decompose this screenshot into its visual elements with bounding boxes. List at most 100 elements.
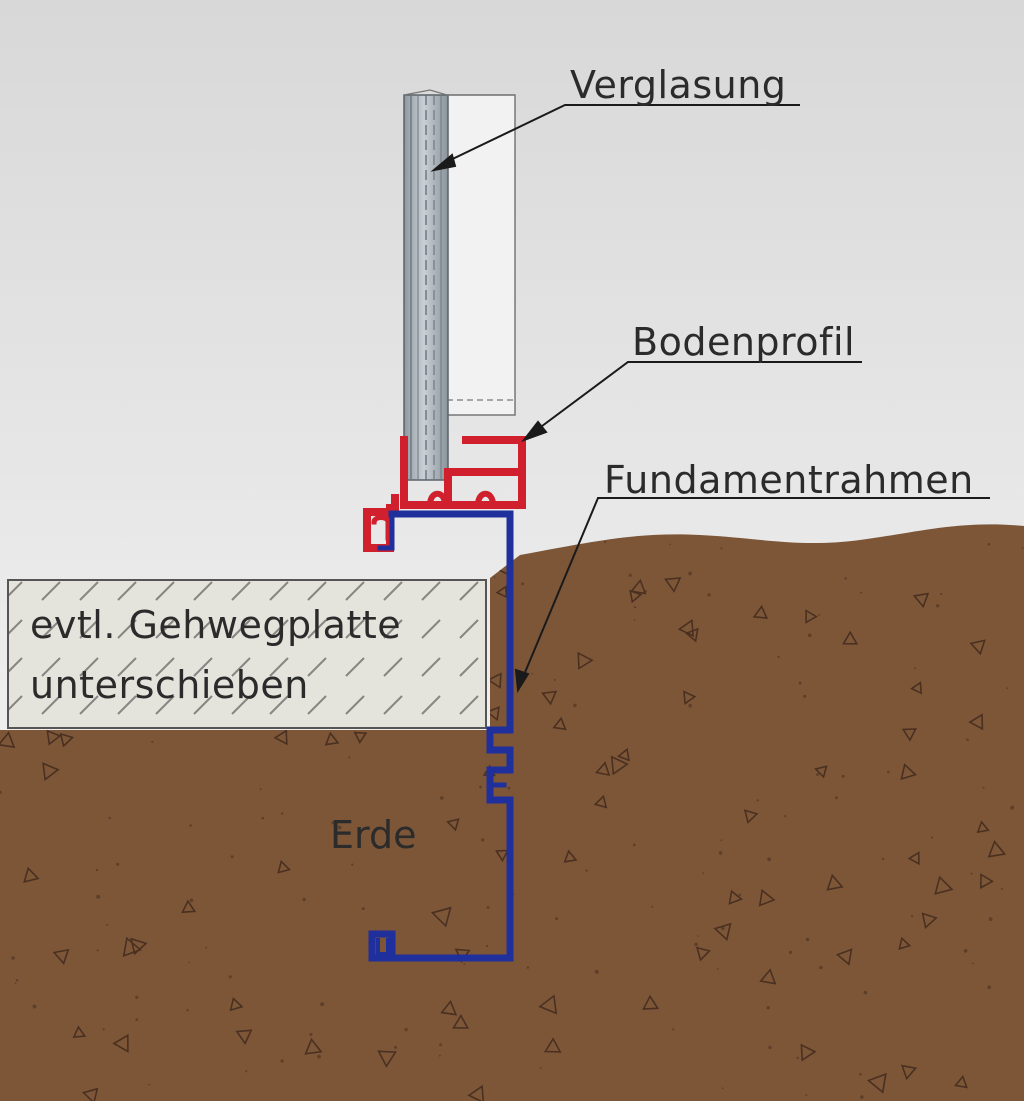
soil-grain (805, 1094, 808, 1096)
soil-grain (0, 790, 2, 794)
soil-grain (553, 678, 556, 681)
soil-grain (881, 857, 885, 861)
soil-grain (672, 1028, 675, 1031)
gravel-speck (683, 690, 697, 705)
soil-grain (796, 1056, 799, 1060)
gravel-speck (695, 946, 711, 962)
soil-grain (280, 1059, 284, 1063)
glazing-pane (403, 89, 516, 481)
gravel-speck (901, 728, 918, 742)
soil-grain (594, 969, 599, 974)
gravel-speck (235, 1029, 253, 1045)
soil-grain (438, 1054, 441, 1057)
gravel-speck (684, 627, 699, 643)
soil-grain (245, 1070, 248, 1073)
soil-grain (633, 605, 637, 609)
gravel-speck (486, 672, 502, 689)
soil-grain (102, 1028, 105, 1031)
gravel-speck (577, 651, 594, 670)
soil-grain (756, 799, 759, 802)
soil-grain (798, 681, 802, 685)
gravel-speck (805, 609, 818, 624)
soil-grain (859, 1072, 862, 1076)
gravel-speck (59, 732, 75, 748)
soil-grain (521, 582, 525, 586)
soil-grain (439, 1043, 442, 1047)
gravel-speck (46, 729, 62, 746)
gravel-speck (713, 922, 732, 942)
soil-grain (604, 540, 607, 544)
soil-grain (863, 990, 868, 995)
gravel-speck (969, 639, 986, 656)
soil-grain (302, 897, 306, 902)
gravel-speck (452, 1013, 470, 1029)
leader-lines (430, 104, 990, 694)
soil-grain (887, 770, 890, 774)
paving-slab-hatching (8, 580, 486, 728)
soil-grain (486, 945, 489, 948)
soil-grain (493, 576, 496, 579)
gravel-speck (842, 630, 859, 645)
soil-grain (940, 593, 943, 596)
soil-grain (135, 1018, 139, 1021)
gravel-speck (23, 866, 40, 884)
soil-grain (720, 547, 723, 550)
paving-slab-outline (7, 579, 487, 729)
soil-grain (486, 906, 490, 909)
soil-grain (309, 1032, 313, 1037)
floor-profile-label: Bodenprofil (632, 320, 855, 364)
soil-grain (573, 703, 577, 708)
soil-grain (404, 1027, 408, 1032)
soil-grain (189, 898, 194, 903)
soil-grain (628, 573, 632, 577)
soil-grain (32, 1004, 37, 1009)
soil-grain (644, 590, 647, 593)
soil-grain (987, 985, 992, 990)
gravel-speck (130, 937, 148, 956)
gravel-speck (485, 706, 500, 722)
soil-gravel-specks (0, 540, 1024, 1101)
soil-grain (970, 872, 973, 875)
soil-grain (135, 995, 139, 999)
soil-grain (11, 956, 15, 960)
soil-grain (913, 667, 916, 670)
soil-grain (14, 982, 17, 985)
soil-grain (784, 815, 787, 818)
gravel-speck (976, 820, 990, 834)
soil-grain (230, 855, 234, 859)
gravel-speck (430, 906, 452, 928)
gravel-speck (921, 912, 938, 930)
gravel-speck (324, 731, 340, 746)
foundation-frame-label: Fundamentrahmen (604, 458, 974, 502)
soil-grain (987, 543, 991, 546)
soil-grain (835, 796, 838, 800)
soil-grain (440, 796, 444, 800)
soil-grain (15, 979, 19, 982)
soil-grain (707, 593, 711, 597)
soil-grain (96, 949, 99, 952)
soil-grain (844, 577, 847, 580)
gravel-speck (910, 681, 923, 695)
gravel-speck (0, 731, 16, 749)
soil-grain (816, 773, 820, 776)
soil-grain (930, 836, 933, 839)
soil-grain (189, 824, 192, 827)
gravel-speck (610, 755, 629, 776)
gravel-speck (273, 729, 288, 746)
gravel-speck (112, 1033, 129, 1053)
gravel-speck (900, 1064, 918, 1081)
gravel-speck (934, 875, 954, 895)
soil-grain (766, 1006, 770, 1010)
gravel-speck (495, 585, 508, 599)
gravel-speck (277, 859, 291, 874)
soil-grain (259, 788, 262, 791)
gravel-speck (835, 948, 853, 966)
soil-grain (531, 672, 533, 675)
soil-grain (351, 863, 354, 866)
gravel-speck (968, 713, 984, 731)
gravel-speck (563, 849, 578, 863)
soil-grain (357, 830, 360, 834)
soil-grain (716, 968, 719, 970)
